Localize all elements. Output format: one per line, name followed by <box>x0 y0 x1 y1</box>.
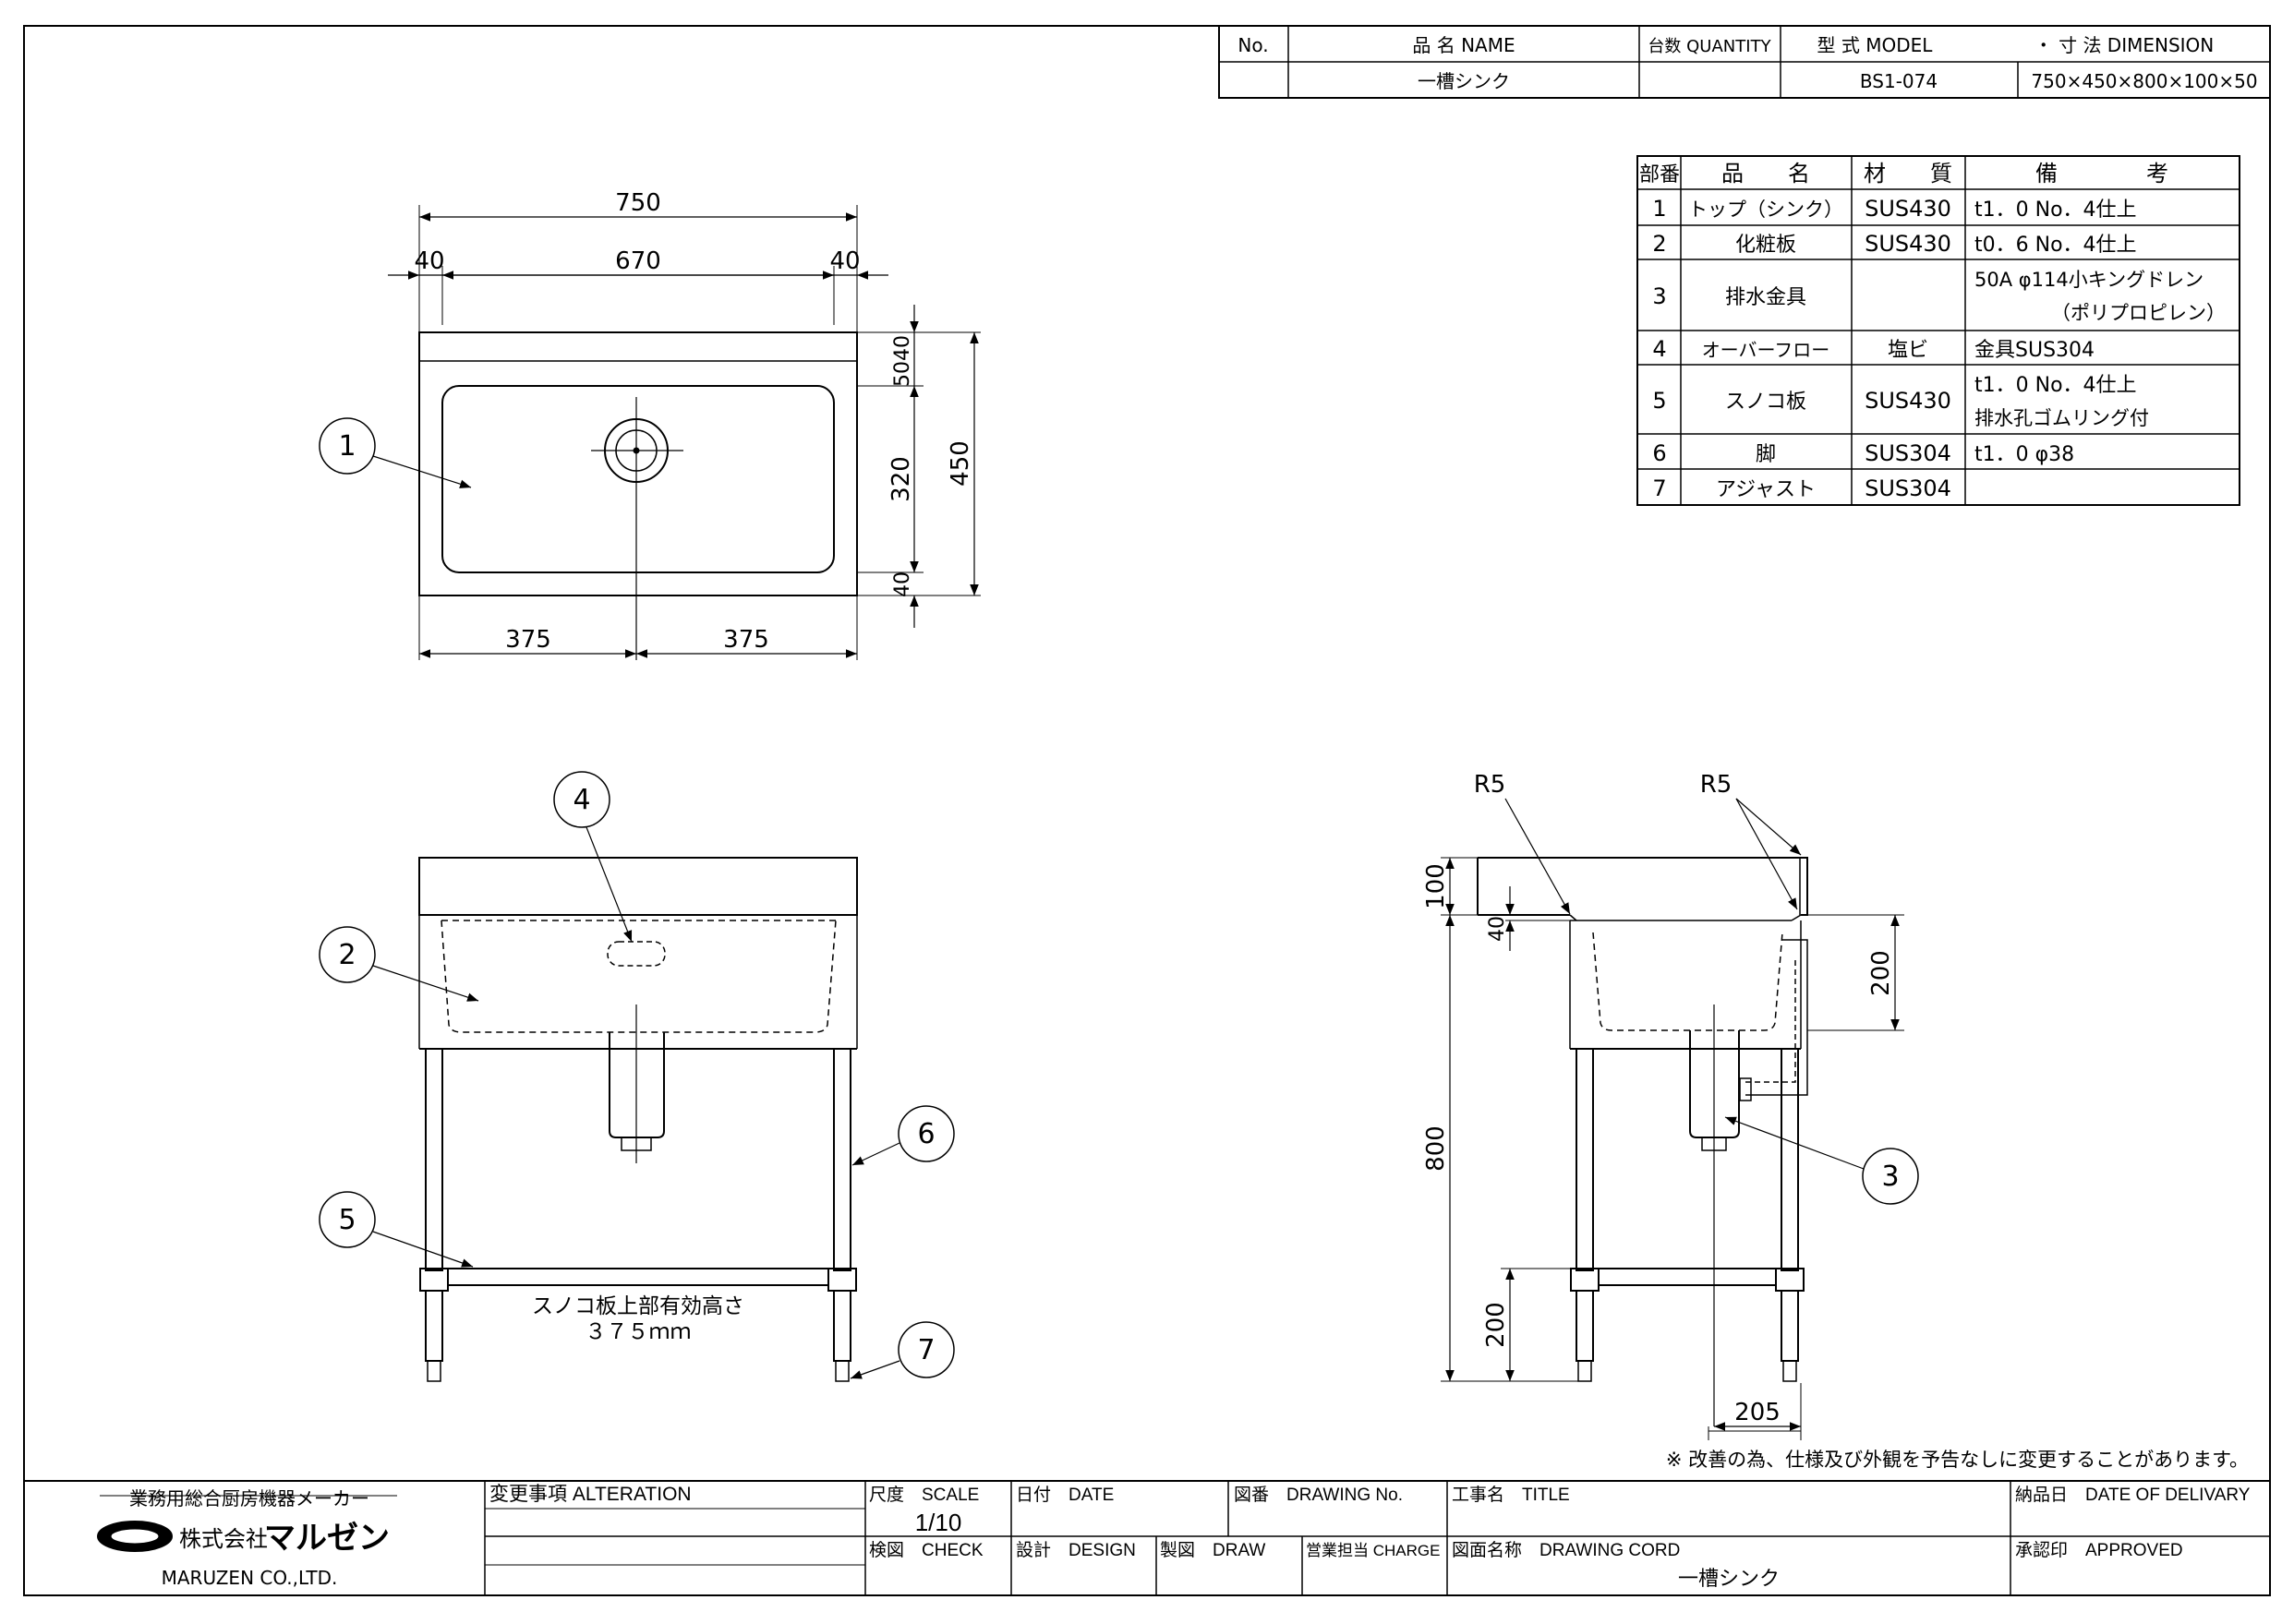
front-view-labels: 4 2 6 5 7 スノコ板上部有効高さ ３７５ｍｍ <box>338 784 935 1366</box>
callout-1: 1 <box>338 430 356 463</box>
parts-row-note-2: （ポリプロピレン） <box>2051 302 2226 324</box>
front-view <box>319 771 955 1382</box>
dim-375-left: 375 <box>505 626 551 654</box>
maker-tagline: 業務用総合厨房機器メーカー <box>129 1487 369 1510</box>
dim-40-right: 40 <box>829 247 860 275</box>
plan-view-labels: 750 40 670 40 375 375 450 40 50 320 40 1 <box>338 189 974 654</box>
shelf-note-line1: スノコ板上部有効高さ <box>532 1294 744 1318</box>
charge-label: 営業担当 CHARGE <box>1306 1542 1440 1559</box>
scale-value: 1/10 <box>915 1509 962 1536</box>
header-col-no: No. <box>1238 34 1268 56</box>
parts-table: 部番 品 名 材 質 備 考 1 トップ（シンク） SUS430 t1．0 No… <box>1636 155 2240 506</box>
shelf-note-line2: ３７５ｍｍ <box>586 1320 692 1344</box>
parts-row-note: t1．0 No．4仕上 <box>1974 198 2137 222</box>
dim-40-bottom: 40 <box>891 571 914 597</box>
parts-row-no: 4 <box>1652 336 1666 362</box>
drawing-no-label: 図番 DRAWING No. <box>1234 1485 1403 1505</box>
header-dimension: 750×450×800×100×50 <box>2031 70 2257 92</box>
parts-row-material: 塩ビ <box>1888 339 1928 362</box>
parts-row-note: t1．0 No．4仕上 <box>1974 374 2137 397</box>
dim-205: 205 <box>1734 1399 1781 1426</box>
draw-label: 製図 DRAW <box>1160 1540 1265 1560</box>
parts-row-material: SUS304 <box>1865 475 1951 501</box>
callout-6: 6 <box>917 1118 935 1150</box>
dim-200-shelf: 200 <box>1482 1302 1510 1348</box>
parts-row-material: SUS304 <box>1865 440 1951 466</box>
title-block-labels: 業務用総合厨房機器メーカー 株式会社 マルゼン MARUZEN CO.,LTD.… <box>129 1484 2251 1591</box>
dim-375-right: 375 <box>723 626 769 654</box>
date-label: 日付 DATE <box>1016 1485 1114 1505</box>
delivery-label: 納品日 DATE OF DELIVARY <box>2015 1485 2251 1505</box>
company-en: MARUZEN CO.,LTD. <box>162 1567 338 1589</box>
parts-row-name: オーバーフロー <box>1702 339 1830 361</box>
parts-row-material: SUS430 <box>1865 231 1951 257</box>
parts-row-material: SUS430 <box>1865 196 1951 222</box>
parts-row-note-2: 排水孔ゴムリング付 <box>1974 407 2149 429</box>
parts-row-no: 2 <box>1652 231 1666 257</box>
title-label: 工事名 TITLE <box>1452 1485 1570 1505</box>
side-view-labels: R5 R5 100 40 200 800 200 205 3 <box>1422 771 1900 1426</box>
header-col-model: 型 式 MODEL <box>1817 34 1934 56</box>
dim-100: 100 <box>1422 863 1450 909</box>
header-col-dimension: ・ 寸 法 DIMENSION <box>2034 34 2215 56</box>
alteration-label: 変更事項 ALTERATION <box>489 1484 692 1505</box>
design-label: 設計 DESIGN <box>1016 1540 1136 1560</box>
dim-200-bowl: 200 <box>1867 950 1895 996</box>
check-label: 検図 CHECK <box>869 1540 984 1560</box>
parts-header-note: 備 考 <box>2035 161 2168 186</box>
parts-row-name: アジャスト <box>1716 478 1816 501</box>
parts-row-no: 3 <box>1652 283 1666 309</box>
dim-40-rim: 40 <box>1486 916 1509 942</box>
parts-row-note: t1．0 φ38 <box>1974 443 2074 466</box>
parts-row-note: t0．6 No．4仕上 <box>1974 234 2137 257</box>
parts-header-no: 部番 <box>1639 163 1680 186</box>
parts-row-name: 脚 <box>1756 443 1776 466</box>
parts-row-name: 化粧板 <box>1735 234 1796 257</box>
header-model: BS1-074 <box>1860 70 1938 92</box>
dim-50-top: 50 <box>891 361 914 387</box>
parts-row-note: 金具SUS304 <box>1974 339 2095 362</box>
parts-header-name: 品 名 <box>1721 161 1810 186</box>
parts-row-no: 7 <box>1652 475 1666 501</box>
parts-row-note: 50A φ114小キングドレン <box>1974 269 2203 291</box>
parts-header-material: 材 質 <box>1864 161 1952 186</box>
plan-view <box>319 205 981 660</box>
parts-row-material: SUS430 <box>1865 388 1951 414</box>
r5-left-label: R5 <box>1474 771 1506 799</box>
title-block <box>24 1480 2270 1595</box>
parts-row-name: トップ（シンク） <box>1688 198 1843 221</box>
r5-right-label: R5 <box>1700 771 1733 799</box>
callout-3: 3 <box>1881 1161 1899 1193</box>
drawing-name: 一槽シンク <box>1678 1568 1780 1591</box>
header-item-name: 一槽シンク <box>1418 70 1510 92</box>
sheet-border <box>23 25 2271 1596</box>
callout-2: 2 <box>338 939 356 971</box>
dim-750: 750 <box>615 189 661 217</box>
parts-row-name: スノコ板 <box>1725 391 1806 414</box>
callout-7: 7 <box>917 1334 935 1366</box>
approved-label: 承認印 APPROVED <box>2015 1540 2183 1560</box>
dim-320: 320 <box>887 456 915 502</box>
header-col-name: 品 名 NAME <box>1412 34 1515 56</box>
dim-40-left: 40 <box>414 247 444 275</box>
scale-label: 尺度 SCALE <box>869 1485 979 1505</box>
parts-row-no: 5 <box>1652 388 1666 414</box>
header-col-quantity: 台数 QUANTITY <box>1648 37 1771 56</box>
dim-800: 800 <box>1422 1125 1450 1172</box>
drawing-cord-label: 図面名称 DRAWING CORD <box>1452 1540 1680 1560</box>
header-table: No. 品 名 NAME 台数 QUANTITY 型 式 MODEL ・ 寸 法… <box>1218 25 2271 99</box>
parts-row-no: 6 <box>1652 440 1666 466</box>
dim-670: 670 <box>615 247 661 275</box>
dim-40-top: 40 <box>891 335 914 361</box>
dim-450: 450 <box>947 440 974 487</box>
company-jp: 株式会社 <box>179 1526 268 1552</box>
callout-5: 5 <box>338 1204 356 1236</box>
company-brand: マルゼン <box>264 1520 390 1557</box>
callout-4: 4 <box>573 784 590 816</box>
change-notice: ※ 改善の為、仕様及び外観を予告なしに変更することがあります。 <box>1666 1449 2249 1471</box>
parts-row-name: 排水金具 <box>1725 286 1806 309</box>
side-view <box>1441 798 1919 1440</box>
parts-row-no: 1 <box>1652 196 1666 222</box>
